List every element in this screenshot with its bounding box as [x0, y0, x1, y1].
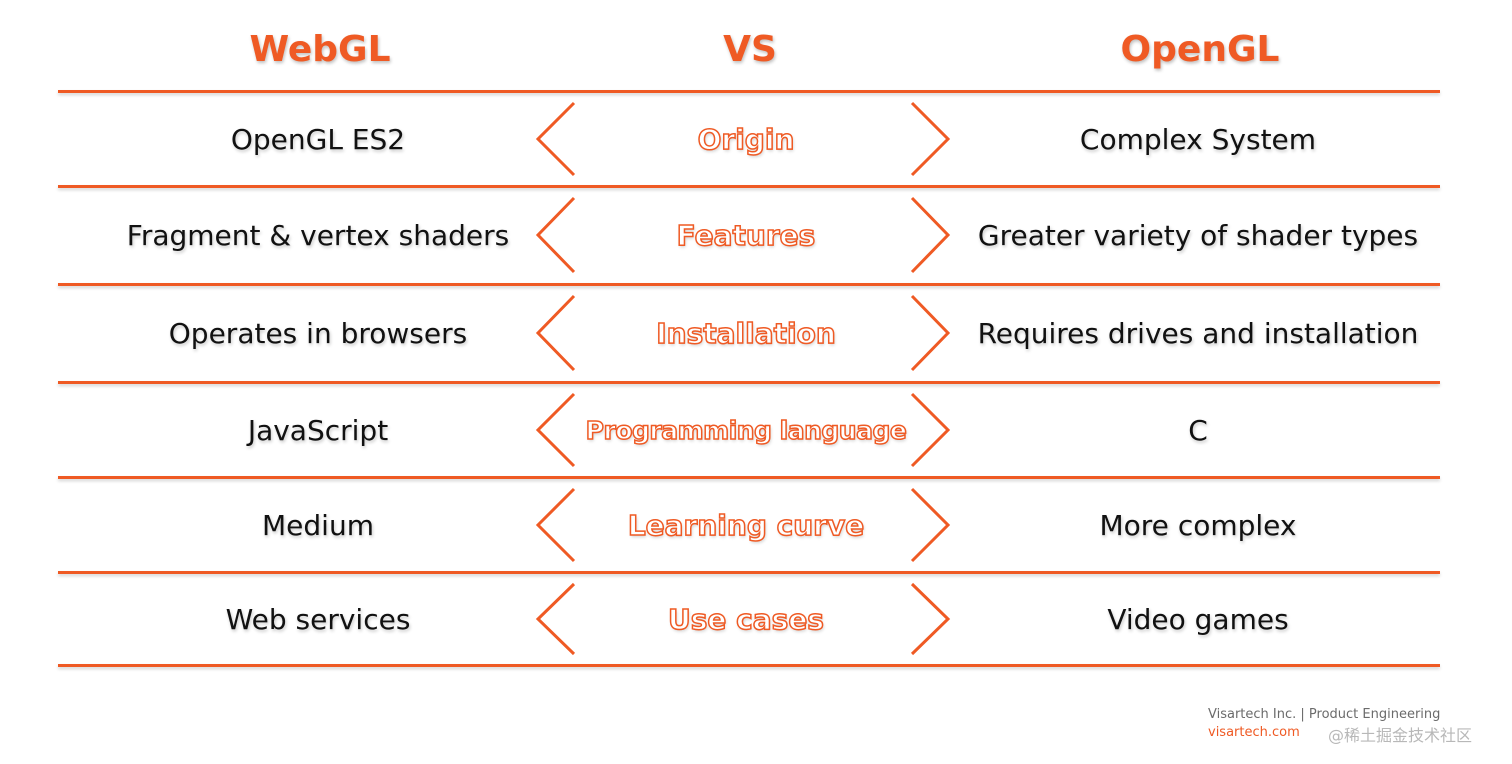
header-opengl: OpenGL: [1120, 29, 1280, 70]
webgl-value: Operates in browsers: [168, 317, 468, 350]
webgl-value: JavaScript: [247, 413, 389, 447]
webgl-value: Web services: [225, 602, 411, 636]
category-label: Features: [676, 218, 816, 253]
comparison-row-learning-curve: Medium Learning curve More complex: [58, 479, 1440, 571]
opengl-value: C: [1188, 413, 1208, 447]
chevron-left-icon: [532, 479, 582, 571]
comparison-row-origin: OpenGL ES2 Origin Complex System: [58, 93, 1440, 185]
divider-line: [58, 90, 1440, 93]
footer-site-link[interactable]: visartech.com: [1208, 725, 1300, 740]
chevron-left-icon: [532, 93, 582, 185]
chevron-left-icon: [532, 384, 582, 476]
category-label: Use cases: [667, 602, 824, 637]
category-label: Installation: [655, 316, 836, 351]
webgl-value: Medium: [262, 508, 374, 542]
watermark: @稀土掘金技术社区: [1328, 726, 1473, 745]
opengl-value: Greater variety of shader types: [977, 219, 1419, 252]
divider-line: [58, 185, 1440, 188]
opengl-value: More complex: [1099, 508, 1297, 542]
footer-company: Visartech Inc. | Product Engineering: [1208, 707, 1441, 722]
category-label: Origin: [697, 122, 795, 157]
comparison-row-installation: Operates in browsers Installation Requir…: [58, 286, 1440, 381]
chevron-right-icon: [910, 286, 960, 381]
chevron-right-icon: [910, 384, 960, 476]
opengl-value: Video games: [1107, 602, 1289, 636]
opengl-value: Complex System: [1079, 122, 1317, 156]
category-label: Programming language: [585, 415, 908, 446]
chevron-right-icon: [910, 574, 960, 664]
category-label: Learning curve: [627, 508, 865, 543]
chevron-left-icon: [532, 286, 582, 381]
chevron-left-icon: [532, 574, 582, 664]
comparison-row-programming-language: JavaScript Programming language C: [58, 384, 1440, 476]
chevron-right-icon: [910, 479, 960, 571]
divider-line: [58, 283, 1440, 286]
chevron-left-icon: [532, 188, 582, 283]
comparison-row-use-cases: Web services Use cases Video games: [58, 574, 1440, 664]
comparison-row-features: Fragment & vertex shaders Features Great…: [58, 188, 1440, 283]
divider-line: [58, 664, 1440, 667]
webgl-value: OpenGL ES2: [230, 122, 406, 156]
divider-line: [58, 476, 1440, 479]
footer-credit: Visartech Inc. | Product Engineering vis…: [1208, 706, 1440, 742]
header-webgl: WebGL: [249, 29, 391, 70]
divider-line: [58, 381, 1440, 384]
divider-line: [58, 571, 1440, 574]
webgl-value: Fragment & vertex shaders: [126, 219, 510, 252]
opengl-value: Requires drives and installation: [977, 317, 1419, 350]
header-vs: VS: [723, 29, 777, 70]
chevron-right-icon: [910, 188, 960, 283]
chevron-right-icon: [910, 93, 960, 185]
